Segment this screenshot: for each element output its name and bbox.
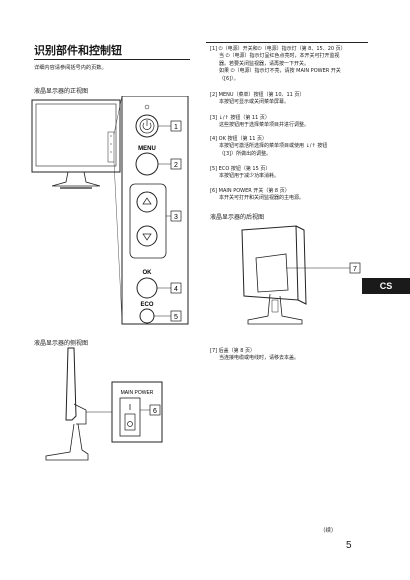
callout-3: 3: [174, 214, 178, 221]
item-6-line-1: 本开关可打开和关闭监视器的主电源。: [219, 195, 305, 202]
item-1-line-4: （[6]）。: [219, 75, 239, 82]
item-5: [5] ECO 按钮（第 15 页） 本按钮用于减少功率消耗。: [210, 166, 370, 181]
item-2: [2] MENU（菜单）按钮（第 10、11 页） 本按钮可显示或关闭菜单屏幕。: [210, 92, 370, 107]
item-3: [3] ↓/↑ 按钮（第 11 页） 这些按钮用于选择菜单项目并进行调整。: [210, 115, 370, 130]
item-7-head: [7] 后盖（第 8 页）: [210, 348, 256, 354]
item-5-head: [5] ECO 按钮（第 15 页）: [210, 166, 271, 172]
callout-7: 7: [353, 266, 357, 273]
item-2-head: [2] MENU（菜单）按钮（第 10、11 页）: [210, 92, 305, 98]
item-6: [6] MAIN POWER 开关（第 8 页） 本开关可打开和关闭监视器的主电…: [210, 188, 370, 203]
item-1: [1] ⏻（电源）开关和⏻（电源）指示灯（第 8、15、20 页） 当 ⏻（电源…: [210, 46, 370, 83]
item-3-line-1: 这些按钮用于选择菜单项目并进行调整。: [219, 122, 310, 129]
item-5-line-1: 本按钮用于减少功率消耗。: [219, 173, 280, 180]
right-column-rule: [206, 42, 368, 43]
callout-2: 2: [174, 162, 178, 169]
callout-6: 6: [153, 408, 157, 415]
item-1-head: [1] ⏻（电源）开关和⏻（电源）指示灯（第 8、15、20 页）: [210, 46, 346, 52]
item-3-head: [3] ↓/↑ 按钮（第 11 页）: [210, 115, 270, 121]
page-number: 5: [346, 540, 352, 551]
item-7-line-1: 当连接电缆或电线时，请移去本盖。: [219, 355, 300, 362]
item-4-head: [4] OK 按钮（第 11 页）: [210, 136, 268, 142]
side-view-caption: 液晶显示器的侧视图: [34, 340, 89, 347]
callout-5: 5: [174, 314, 178, 321]
rear-view-caption: 液晶显示器的后视图: [210, 214, 265, 221]
item-4-line-2: （[3]）所做出的调整。: [219, 150, 272, 157]
eco-label: ECO: [140, 302, 153, 308]
item-4-line-1: 本按钮可激活所选择的菜单项目或使用 ↓/↑ 按钮: [219, 143, 328, 150]
item-1-line-1: 当 ⏻（电源）指示灯呈红色点亮时，本开关可打开监视: [219, 53, 340, 60]
continued-note: （续）: [320, 528, 337, 534]
callout-4: 4: [174, 286, 178, 293]
callout-1: 1: [174, 124, 178, 131]
front-view-diagram: 1 MENU 2 3 OK 4 ECO 5: [31, 96, 189, 325]
page-title: 识别部件和控制钮: [34, 44, 122, 57]
ok-label: OK: [143, 270, 153, 276]
title-rule: [34, 59, 190, 60]
side-view-diagram: MAIN POWER 6: [45, 347, 163, 461]
item-2-line-1: 本按钮可显示或关闭菜单屏幕。: [219, 99, 290, 106]
rear-view-diagram: 7: [241, 225, 361, 325]
item-1-line-2: 器。若要关闭监视器，请再按一下开关。: [219, 60, 310, 67]
language-tab: CS: [362, 278, 410, 294]
front-view-caption: 液晶显示器的正视图: [34, 88, 89, 95]
item-7: [7] 后盖（第 8 页） 当连接电缆或电线时，请移去本盖。: [210, 348, 370, 363]
item-1-line-3: 如果 ⏻（电源）指示灯不亮，请按 MAIN POWER 开关: [219, 68, 341, 75]
main-power-label: MAIN POWER: [121, 390, 154, 396]
item-4: [4] OK 按钮（第 11 页） 本按钮可激活所选择的菜单项目或使用 ↓/↑ …: [210, 136, 370, 158]
page-subtitle: 详细内容请参阅括号内的页数。: [34, 65, 107, 71]
menu-label: MENU: [138, 146, 156, 152]
item-6-head: [6] MAIN POWER 开关（第 8 页）: [210, 188, 290, 194]
